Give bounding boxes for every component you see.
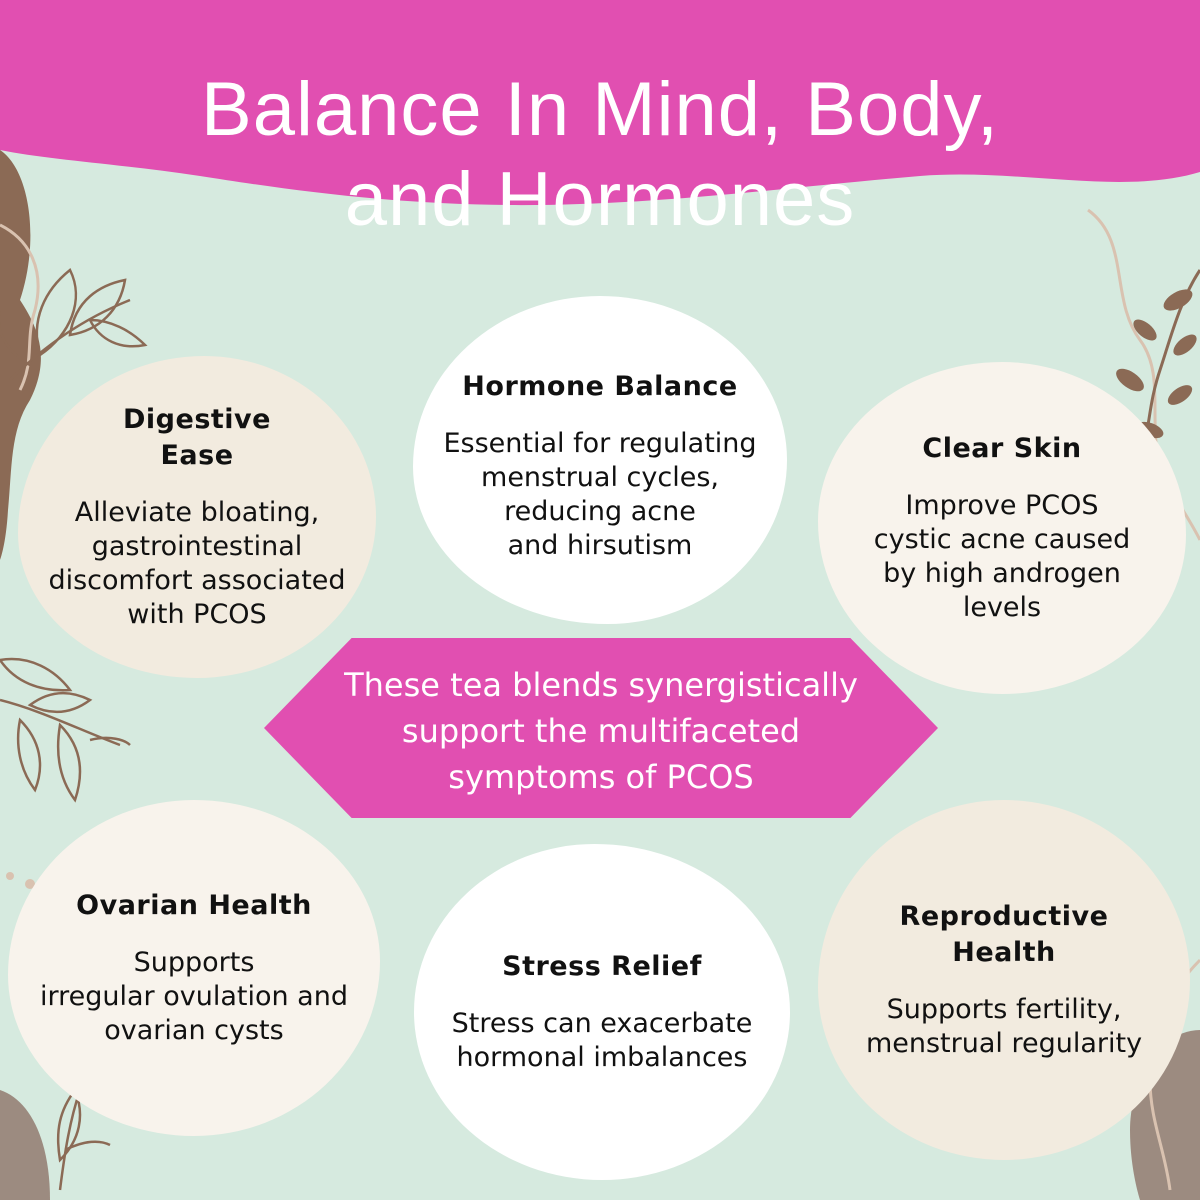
- stress-relief-card: Stress Relief Stress can exacerbate horm…: [414, 844, 790, 1180]
- center-banner-text: These tea blends synergistically support…: [344, 666, 858, 796]
- bottom-left-blob: [0, 1090, 50, 1200]
- reproductive-health-card: Reproductive Health Supports fertility, …: [818, 800, 1190, 1160]
- center-banner: [264, 638, 938, 818]
- ovarian-health-text: Supports irregular ovulation and ovarian…: [40, 947, 348, 1046]
- digestive-ease-card: Digestive Ease Alleviate bloating, gastr…: [18, 356, 376, 678]
- stress-relief-heading: Stress Relief: [502, 951, 702, 982]
- title-line-1: Balance In Mind, Body,: [201, 66, 999, 152]
- clear-skin-card: Clear Skin Improve PCOS cystic acne caus…: [818, 362, 1186, 694]
- right-branch: [1116, 269, 1200, 441]
- ovarian-health-heading: Ovarian Health: [76, 890, 312, 921]
- hormone-balance-heading: Hormone Balance: [462, 371, 738, 402]
- page-title: Balance In Mind, Body, and Hormones: [0, 65, 1200, 245]
- digestive-ease-text: Alleviate bloating, gastrointestinal dis…: [48, 497, 346, 630]
- left-brown-shape: [0, 150, 41, 560]
- hormone-balance-card: Hormone Balance Essential for regulating…: [413, 296, 787, 624]
- left-top-leaves: [0, 268, 148, 381]
- digestive-ease-heading: Digestive Ease: [123, 404, 271, 471]
- title-banner: [0, 0, 1200, 206]
- hormone-balance-text: Essential for regulating menstrual cycle…: [443, 428, 757, 561]
- reproductive-health-text: Supports fertility, menstrual regularity: [865, 994, 1143, 1059]
- reproductive-health-heading: Reproductive Health: [899, 901, 1109, 968]
- clear-skin-text: Improve PCOS cystic acne caused by high …: [873, 490, 1131, 623]
- clear-skin-heading: Clear Skin: [922, 433, 1082, 464]
- left-mid-leaves: [0, 657, 131, 803]
- ovarian-health-card: Ovarian Health Supports irregular ovulat…: [8, 800, 380, 1136]
- title-line-2: and Hormones: [344, 156, 856, 242]
- stress-relief-text: Stress can exacerbate hormonal imbalance…: [451, 1008, 753, 1073]
